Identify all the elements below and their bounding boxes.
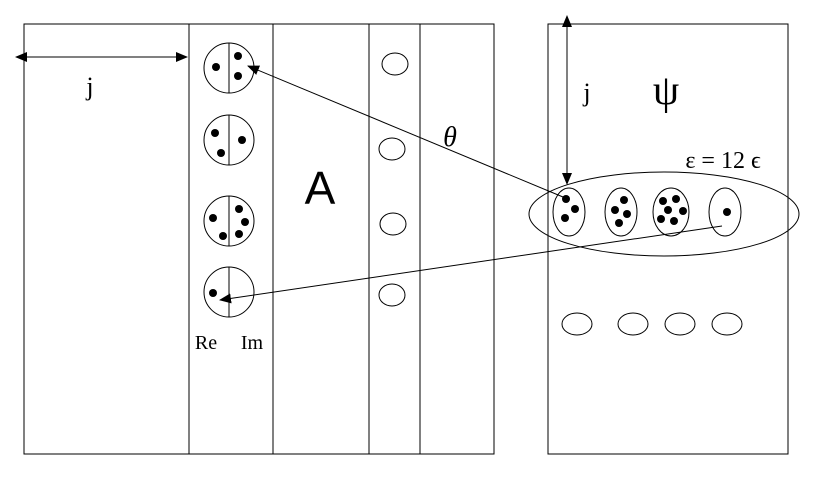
empty-slot: [617, 312, 649, 336]
particle-ellipse: [708, 187, 742, 237]
dot: [679, 207, 687, 215]
empty-slot: [381, 52, 409, 76]
dot: [234, 52, 242, 60]
width-label: j: [85, 72, 93, 101]
dot: [209, 289, 217, 297]
left-panel-frame: [23, 23, 495, 455]
particle-ellipse: [652, 187, 690, 237]
dot: [217, 149, 225, 157]
dot: [670, 217, 678, 225]
dot: [209, 214, 217, 222]
empty-slot: [711, 312, 743, 336]
angle-label: θ: [443, 122, 457, 153]
dot: [219, 232, 227, 240]
particle-ellipse: [604, 187, 638, 237]
mapping-arrow: [219, 225, 723, 304]
imaginary-part-label: Im: [241, 332, 264, 354]
dot: [561, 214, 569, 222]
dot: [211, 129, 219, 137]
empty-slot: [379, 212, 407, 236]
psi-label: ψ: [653, 68, 679, 114]
particle-ellipse: [552, 187, 586, 237]
dot: [611, 206, 619, 214]
dot: [235, 230, 243, 238]
dot: [672, 195, 680, 203]
dot: [238, 136, 246, 144]
dot: [615, 219, 623, 227]
epsilon-label: ε = 12 ϵ: [685, 148, 761, 174]
region-label: A: [305, 162, 336, 214]
right-panel-frame: [547, 23, 789, 455]
height-label: j: [582, 78, 590, 107]
dot: [235, 205, 243, 213]
dot: [664, 206, 672, 214]
dot: [212, 63, 220, 71]
dot: [562, 195, 570, 203]
dot: [659, 197, 667, 205]
empty-slot: [378, 137, 406, 161]
dot: [623, 210, 631, 218]
dot: [241, 218, 249, 226]
real-part-label: Re: [195, 332, 217, 354]
dot: [657, 215, 665, 223]
group-ellipse: [528, 171, 800, 257]
mapping-arrow: [247, 65, 564, 198]
dot: [723, 208, 731, 216]
empty-slot: [561, 312, 593, 336]
dot: [571, 205, 579, 213]
empty-slot: [378, 283, 406, 307]
dot: [234, 72, 242, 80]
empty-slot: [664, 312, 696, 336]
dot: [620, 196, 628, 204]
